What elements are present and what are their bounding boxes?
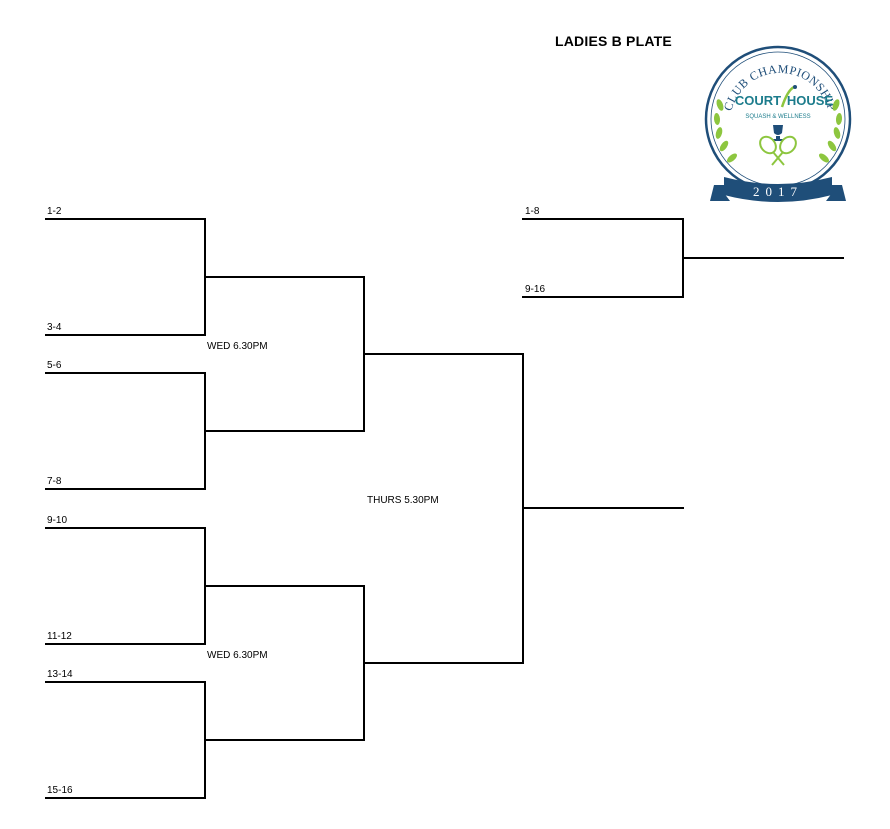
match-time-label: WED 6.30PM [207, 341, 268, 352]
seed-label: 9-10 [47, 515, 68, 526]
trophy-icon [773, 125, 783, 141]
seed-label: 1-8 [525, 206, 540, 217]
match-1-2-vs-3-4 [45, 218, 206, 336]
seed-label: 15-16 [47, 785, 73, 796]
swoosh-icon [780, 85, 795, 108]
match-9-10-vs-11-12 [45, 527, 206, 645]
seed-label: 5-6 [47, 360, 62, 371]
semi [363, 353, 524, 664]
logo-brand-right: HOUSE [787, 93, 834, 108]
rackets-icon [759, 135, 797, 166]
seed-label: 9-16 [525, 284, 546, 295]
seed-label: 3-4 [47, 322, 62, 333]
page-title: LADIES B PLATE [555, 33, 672, 49]
logo-year: 2017 [753, 184, 803, 199]
seed-label: 11-12 [47, 631, 72, 642]
year-ribbon [724, 177, 832, 202]
seed-label: 13-14 [47, 669, 73, 680]
match-time-label: WED 6.30PM [207, 650, 268, 661]
match-time-label: THURS 5.30PM [367, 495, 439, 506]
match-5-6-vs-7-8 [45, 372, 206, 490]
logo-brand-left: COURT [735, 93, 781, 108]
quarter-bottom [204, 585, 365, 741]
seed-label: 1-2 [47, 206, 62, 217]
club-championship-logo: CLUB CHAMPIONSHIP COURT HOUSE SQUASH & W… [704, 45, 852, 202]
quarter-top [204, 276, 365, 432]
match-13-14-vs-15-16 [45, 681, 206, 799]
playoff-1-8-vs-9-16 [522, 218, 684, 298]
seed-label: 7-8 [47, 476, 62, 487]
logo-tagline: SQUASH & WELLNESS [745, 114, 810, 120]
